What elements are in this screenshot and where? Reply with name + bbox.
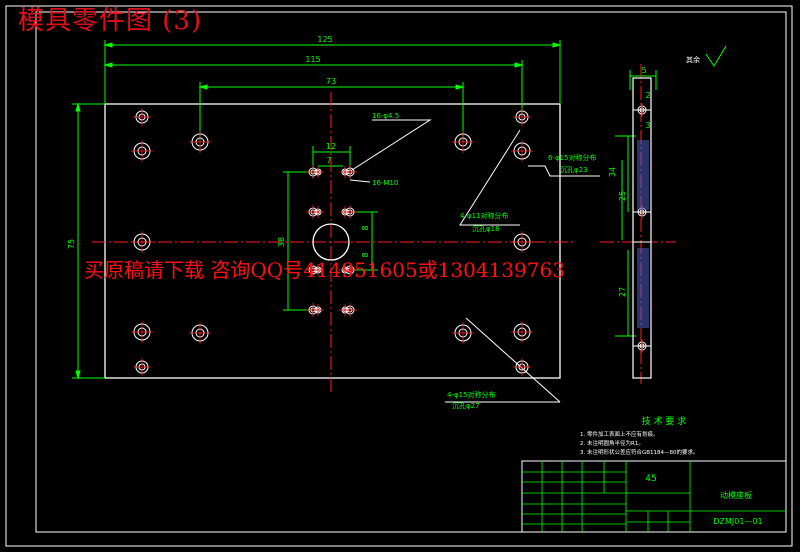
small-hole [339,264,351,276]
tech-item-1: 1. 零件加工表面上不应有划痕。 [580,430,659,438]
dim-height: 75 [67,239,76,249]
side-view-hatch-upper [637,140,649,210]
small-hole [312,206,324,218]
side-view [632,77,652,379]
side-view-outline [632,77,652,379]
small-hole [339,166,351,178]
dim-plate-width: 115 [305,55,320,64]
cbore-hole-16 [189,131,211,153]
callout-cbore-27: 4-φ15对称分布 [447,390,496,399]
dim-inner-38: 38 [277,237,286,247]
dim-inner-12: 12 [326,142,336,151]
drawing-title-overlay: 模具零件图 (3) [18,6,203,36]
cbore-hole-16 [189,322,211,344]
cbore-hole-23 [131,231,153,253]
title-block-material: 45 [645,474,656,484]
small-hole [339,206,351,218]
callout-cbore-23: 6-φ15对称分布 [548,153,597,162]
dim-inner-7: 7 [326,156,331,165]
dim-side-b: 3 [645,121,650,130]
watermark-text: 买原稿请下载 咨询QQ号414951605或1304139763 [84,258,565,282]
title-block-drawing-number: DZMJ01—01 [713,517,762,526]
dim-inner-8b: 8 [361,252,370,257]
dim-inner-8a: 8 [361,225,370,230]
callout-small-holes: 16-φ4.5 [372,112,399,120]
corner-hole [513,358,531,376]
cbore-hole-23 [511,321,533,343]
dim-side-d: 27 [618,287,627,297]
plate-outline [104,103,561,379]
cbore-hole-23 [511,231,533,253]
callout-cbore-27-depth: 沉孔φ27 [452,402,480,410]
tech-heading: 技 术 要 求 [642,415,687,427]
title-block-part-name: 动模座板 [720,490,752,500]
center-bore [312,223,350,261]
center-lines [92,64,676,392]
small-hole [312,304,324,316]
dim-overall-width: 125 [317,35,332,44]
holes-group [131,103,649,376]
dim-side-e: 34 [608,167,617,177]
callout-cbore-16-depth: 沉孔φ16 [472,225,500,233]
corner-hole [133,358,151,376]
cbore-hole-23 [131,321,153,343]
dim-side-c: 25 [618,191,627,201]
callout-cbore-23-depth: 沉孔φ23 [560,166,588,174]
small-hole [312,166,324,178]
small-hole [312,264,324,276]
callout-cbore-16: 4-φ11对称分布 [460,211,509,220]
dim-side-thickness: 5 [641,66,646,75]
callout-threaded-holes: 16-M10 [372,179,398,187]
outer-frame [5,5,793,547]
dim-side-a: 2 [645,91,650,100]
cbore-hole-23 [511,140,533,162]
tech-item-2: 2. 未注明圆角半径为R1。 [580,439,644,447]
corner-hole [513,108,531,126]
roughness-label: 其余 [686,55,700,64]
cbore-hole-16 [452,322,474,344]
side-view-hatch-lower [637,248,649,328]
tech-item-3: 3. 未注明形状公差应符合GB1184—80的要求。 [580,448,699,456]
tech-requirements: 技 术 要 求 1. 零件加工表面上不应有划痕。 2. 未注明圆角半径为R1。 … [580,415,699,456]
corner-hole [133,108,151,126]
leader-lines [349,119,600,403]
cbore-hole-16 [452,131,474,153]
title-block [521,460,787,533]
dim-hole-spacing: 73 [326,77,336,86]
cbore-hole-23 [131,140,153,162]
small-hole [339,304,351,316]
roughness-symbol [705,45,727,67]
dimension-lines [72,40,657,380]
inner-frame [35,11,787,533]
